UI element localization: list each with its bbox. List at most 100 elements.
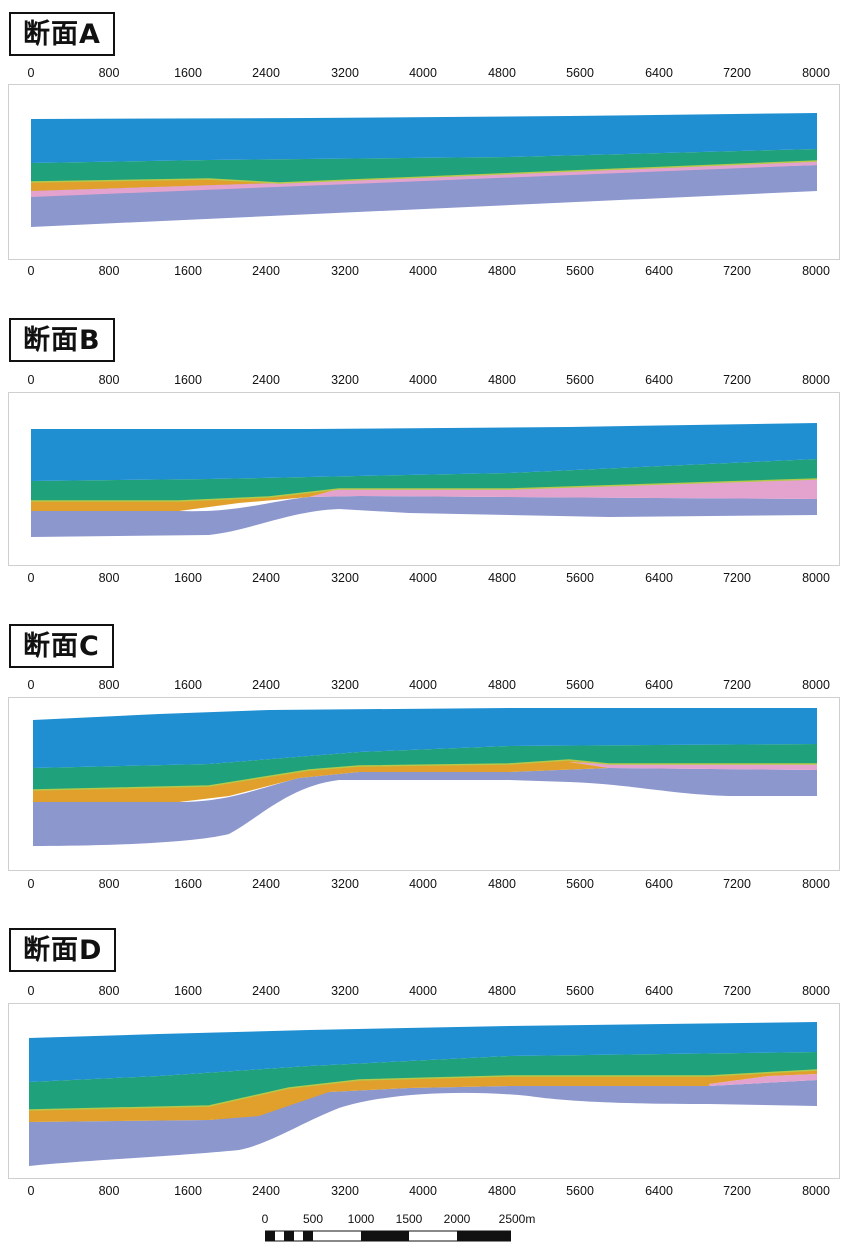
tick-label: 1600 xyxy=(174,984,202,998)
layer-1-a xyxy=(31,113,817,163)
layer-5-b xyxy=(31,496,817,537)
tick-label: 4800 xyxy=(488,373,516,387)
tick-label: 6400 xyxy=(645,264,673,278)
tick-label: 6400 xyxy=(645,678,673,692)
tick-label: 800 xyxy=(98,877,120,891)
tick-label: 6400 xyxy=(645,877,673,891)
tick-label: 7200 xyxy=(723,678,751,692)
tick-label: 2400 xyxy=(252,571,280,585)
layer-3-d xyxy=(29,1070,817,1122)
tick-label: 2400 xyxy=(252,264,280,278)
cross-section-a xyxy=(8,84,840,260)
section-title-a: 断面A xyxy=(9,12,115,56)
layer-1-c xyxy=(33,708,817,768)
tick-label: 4800 xyxy=(488,984,516,998)
bottom-axis-c: 0 800 1600 2400 3200 4000 4800 5600 6400… xyxy=(0,877,846,893)
tick-label: 6400 xyxy=(645,1184,673,1198)
tick-label: 8000 xyxy=(802,571,830,585)
tick-label: 6400 xyxy=(645,66,673,80)
tick-label: 4800 xyxy=(488,66,516,80)
section-title-b: 断面B xyxy=(9,318,115,362)
tick-label: 8000 xyxy=(802,984,830,998)
tick-label: 0 xyxy=(27,264,35,278)
tick-label: 800 xyxy=(98,571,120,585)
tick-label: 5600 xyxy=(566,373,594,387)
tick-label: 1600 xyxy=(174,571,202,585)
tick-label: 0 xyxy=(27,66,35,80)
tick-label: 1600 xyxy=(174,264,202,278)
layer-1-b xyxy=(31,423,817,481)
tick-label: 800 xyxy=(98,984,120,998)
tick-label: 800 xyxy=(98,1184,120,1198)
boundary-line-a xyxy=(30,160,818,184)
tick-label: 5600 xyxy=(566,264,594,278)
bottom-axis-a: 0 800 1600 2400 3200 4000 4800 5600 6400… xyxy=(0,264,846,280)
section-title-c: 断面C xyxy=(9,624,114,668)
section-title-d: 断面D xyxy=(9,928,117,972)
tick-label: 800 xyxy=(98,373,120,387)
tick-label: 7200 xyxy=(723,984,751,998)
tick-label: 0 xyxy=(27,877,35,891)
tick-label: 6400 xyxy=(645,571,673,585)
layer-5-c xyxy=(33,768,817,846)
tick-label: 2400 xyxy=(252,678,280,692)
bottom-axis-b: 0 800 1600 2400 3200 4000 4800 5600 6400… xyxy=(0,571,846,587)
tick-label: 5600 xyxy=(566,984,594,998)
tick-label: 6400 xyxy=(645,373,673,387)
tick-label: 2400 xyxy=(252,1184,280,1198)
scale-label: 1500 xyxy=(395,1212,423,1226)
tick-label: 5600 xyxy=(566,678,594,692)
layer-4-a xyxy=(31,161,817,197)
boundary-line-b xyxy=(31,478,818,502)
tick-label: 2400 xyxy=(252,984,280,998)
tick-label: 8000 xyxy=(802,678,830,692)
tick-label: 4000 xyxy=(409,66,437,80)
tick-label: 3200 xyxy=(331,877,359,891)
boundary-line-c xyxy=(32,759,817,791)
tick-label: 3200 xyxy=(331,66,359,80)
layer-2-b xyxy=(31,459,817,501)
tick-label: 0 xyxy=(27,1184,35,1198)
tick-label: 0 xyxy=(27,373,35,387)
layer-2-a xyxy=(31,149,817,183)
tick-label: 8000 xyxy=(802,1184,830,1198)
layer-3-a xyxy=(31,179,279,191)
top-axis-c: 0 800 1600 2400 3200 4000 4800 5600 6400… xyxy=(0,678,846,694)
tick-label: 1600 xyxy=(174,373,202,387)
tick-label: 800 xyxy=(98,678,120,692)
tick-label: 1600 xyxy=(174,66,202,80)
layer-4-b xyxy=(309,479,817,499)
tick-label: 800 xyxy=(98,264,120,278)
top-axis-a: 0 800 1600 2400 3200 4000 4800 5600 6400… xyxy=(0,66,846,82)
cross-section-d xyxy=(8,1003,840,1179)
cross-section-b xyxy=(8,392,840,566)
bottom-axis-d: 0 800 1600 2400 3200 4000 4800 5600 6400… xyxy=(0,1184,846,1200)
tick-label: 4000 xyxy=(409,678,437,692)
tick-label: 3200 xyxy=(331,678,359,692)
scale-bar: 0 500 1000 1500 2000 2500m xyxy=(261,1212,535,1242)
layer-4-d xyxy=(709,1074,817,1086)
layer-2-c xyxy=(33,744,817,790)
tick-label: 7200 xyxy=(723,877,751,891)
tick-label: 7200 xyxy=(723,66,751,80)
tick-label: 7200 xyxy=(723,264,751,278)
tick-label: 5600 xyxy=(566,1184,594,1198)
tick-label: 8000 xyxy=(802,264,830,278)
layer-3-c xyxy=(33,760,609,802)
tick-label: 4000 xyxy=(409,877,437,891)
scale-label: 500 xyxy=(302,1212,324,1226)
layer-1-d xyxy=(29,1022,817,1082)
tick-label: 4000 xyxy=(409,264,437,278)
tick-label: 2400 xyxy=(252,373,280,387)
scale-label: 1000 xyxy=(347,1212,375,1226)
layer-2-d xyxy=(29,1052,817,1110)
tick-label: 4000 xyxy=(409,571,437,585)
tick-label: 5600 xyxy=(566,571,594,585)
tick-label: 4800 xyxy=(488,877,516,891)
tick-label: 3200 xyxy=(331,1184,359,1198)
tick-label: 1600 xyxy=(174,1184,202,1198)
tick-label: 8000 xyxy=(802,373,830,387)
layer-3-b xyxy=(31,489,339,511)
layer-5-a xyxy=(31,165,817,227)
scale-label: 0 xyxy=(261,1212,269,1226)
